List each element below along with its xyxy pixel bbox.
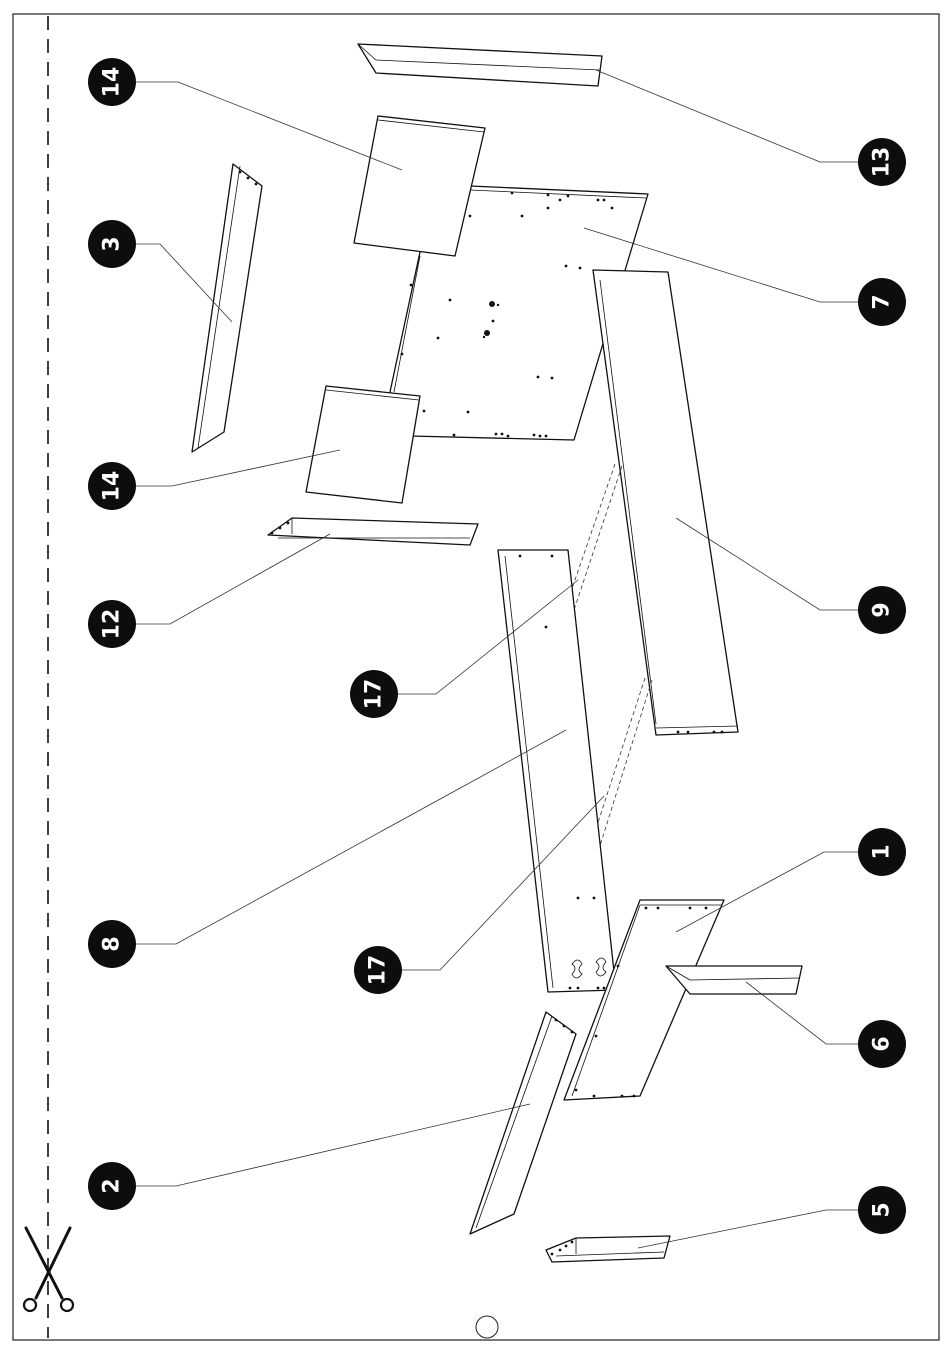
- callout-9: 9: [858, 586, 906, 634]
- callout-3: 3: [88, 220, 136, 268]
- part-6-shape: [666, 966, 802, 994]
- callout-label: 9: [870, 602, 895, 617]
- part-8-shape: [498, 550, 616, 992]
- callout-label: 14: [100, 67, 125, 98]
- callout-8: 8: [88, 920, 136, 968]
- callout-label: 5: [870, 1202, 895, 1217]
- callout-1: 1: [858, 828, 906, 876]
- callout-label: 6: [870, 1036, 895, 1051]
- part-3-shape: [192, 164, 262, 452]
- callout-14-top: 14: [88, 58, 136, 106]
- callout-12: 12: [88, 600, 136, 648]
- callout-2: 2: [88, 1162, 136, 1210]
- part-9-shape: [593, 270, 738, 735]
- callout-14-bottom: 14: [88, 462, 136, 510]
- empty-circle-icon: [476, 1316, 498, 1338]
- callout-label: 12: [100, 609, 125, 640]
- callout-17-bottom: 17: [354, 946, 402, 994]
- callout-7: 7: [858, 278, 906, 326]
- callout-label: 7: [870, 294, 895, 309]
- callout-label: 14: [100, 471, 125, 502]
- part-5-shape: [546, 1236, 670, 1262]
- callout-label: 17: [362, 679, 387, 710]
- part-2-shape: [470, 1012, 576, 1234]
- callout-label: 1: [870, 844, 895, 859]
- part-13-shape: [358, 44, 602, 86]
- callout-5: 5: [858, 1186, 906, 1234]
- callout-13: 13: [858, 138, 906, 186]
- callout-label: 13: [870, 147, 895, 178]
- part-12-shape: [268, 518, 478, 545]
- callout-6: 6: [858, 1020, 906, 1068]
- part-14-bottom-shape: [306, 386, 420, 503]
- callout-label: 8: [100, 936, 125, 951]
- callout-label: 2: [100, 1178, 125, 1193]
- callout-label: 3: [100, 236, 125, 251]
- callout-17-top: 17: [350, 670, 398, 718]
- callout-label: 17: [366, 955, 391, 986]
